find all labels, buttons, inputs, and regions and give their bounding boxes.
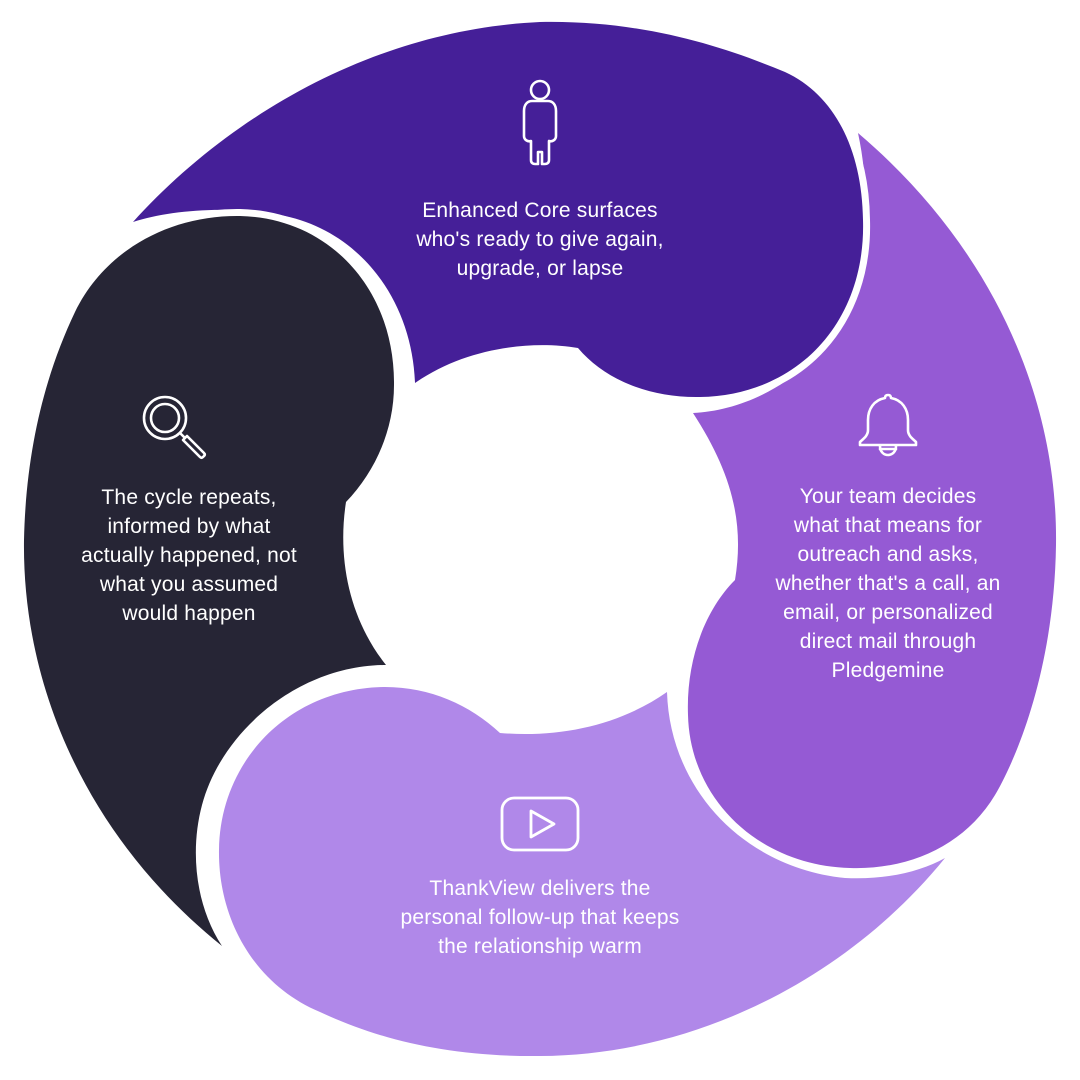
text-line: upgrade, or lapse: [456, 257, 624, 280]
text-line: who's ready to give again,: [416, 228, 664, 251]
segment-right-text: Your team decides what that means for ou…: [738, 482, 1038, 685]
text-line: whether that's a call, an: [775, 572, 1001, 595]
text-line: personal follow-up that keeps: [400, 906, 680, 929]
segment-top-text: Enhanced Core surfaces who's ready to gi…: [370, 196, 710, 283]
text-line: outreach and asks,: [797, 543, 979, 566]
text-line: Enhanced Core surfaces: [422, 199, 658, 222]
segment-bottom-shape: [211, 678, 951, 1064]
text-line: what that means for: [793, 514, 983, 537]
person-icon: [522, 79, 558, 166]
text-line: email, or personalized: [783, 601, 993, 624]
video-play-icon: [500, 796, 580, 852]
segment-left-shape: [16, 208, 402, 952]
search-icon: [142, 395, 207, 460]
bell-icon: [858, 393, 918, 457]
segment-top-shape: [110, 14, 871, 405]
text-line: the relationship warm: [438, 935, 642, 958]
text-line: ThankView delivers the: [429, 877, 651, 900]
segment-bottom-text: ThankView delivers the personal follow-u…: [355, 874, 725, 961]
text-line: would happen: [122, 602, 256, 625]
text-line: Pledgemine: [831, 659, 945, 682]
text-line: The cycle repeats,: [101, 486, 277, 509]
segment-left-text: The cycle repeats, informed by what actu…: [44, 483, 334, 628]
text-line: informed by what: [107, 515, 271, 538]
text-line: what you assumed: [99, 573, 279, 596]
text-line: Your team decides: [799, 485, 977, 508]
text-line: direct mail through: [799, 630, 977, 653]
text-line: actually happened, not: [81, 544, 297, 567]
